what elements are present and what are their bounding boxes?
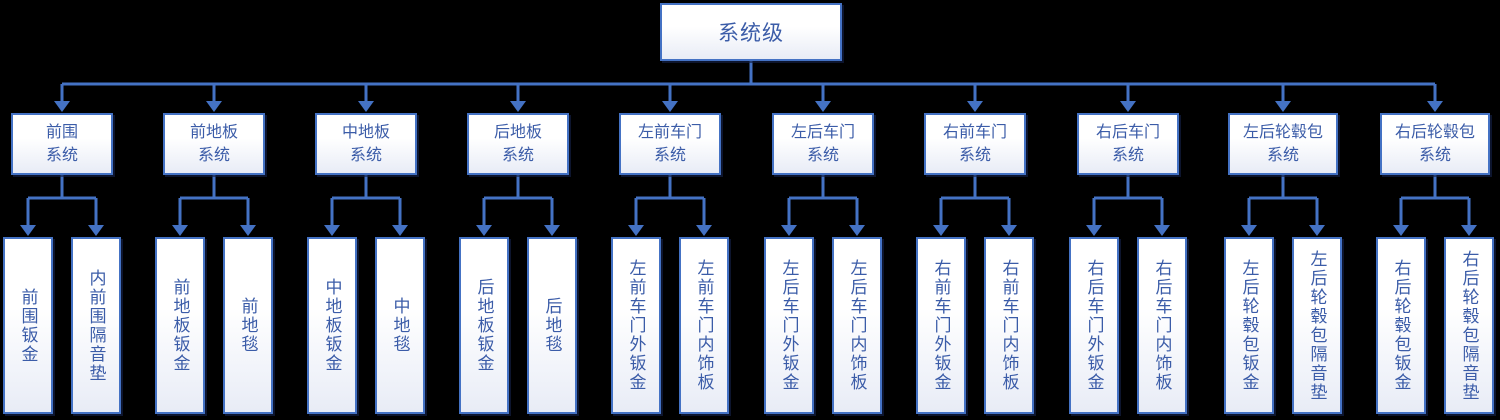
leaf-node-2-1[interactable]: 中地毯 <box>375 237 425 414</box>
leaf-node-1-1-label: 前地毯 <box>238 297 258 354</box>
branch-node-1-label: 前地板 系统 <box>189 123 238 164</box>
leaf-node-0-1-label: 内前围隔音垫 <box>86 268 106 383</box>
arrowhead-down-icon <box>1427 101 1443 112</box>
arrowhead-down-icon <box>240 225 256 236</box>
arrowhead-down-icon <box>1241 225 1257 236</box>
leaf-node-5-0[interactable]: 左后车门外钣金 <box>764 237 814 414</box>
branch-node-3[interactable]: 后地板 系统 <box>467 113 569 175</box>
branch-node-6[interactable]: 右前车门 系统 <box>924 113 1026 175</box>
leaf-node-6-1[interactable]: 右前车门内饰板 <box>984 237 1034 414</box>
branch-node-8[interactable]: 左后轮毂包 系统 <box>1228 113 1338 175</box>
arrowhead-down-icon <box>20 225 36 236</box>
leaf-node-9-1-label: 右后轮毂包隔音垫 <box>1459 249 1479 402</box>
leaf-node-3-0[interactable]: 后地板钣金 <box>459 237 509 414</box>
leaf-node-9-1[interactable]: 右后轮毂包隔音垫 <box>1444 237 1494 414</box>
branch-node-0[interactable]: 前围 系统 <box>11 113 113 175</box>
arrowhead-down-icon <box>849 225 865 236</box>
leaf-node-3-1[interactable]: 后地毯 <box>527 237 577 414</box>
arrowhead-down-icon <box>1001 225 1017 236</box>
branch-node-3-label: 后地板 系统 <box>493 123 542 164</box>
leaf-node-2-0[interactable]: 中地板钣金 <box>307 237 357 414</box>
arrowhead-down-icon <box>206 101 222 112</box>
arrowhead-down-icon <box>544 225 560 236</box>
leaf-node-5-1-label: 左后车门内饰板 <box>847 259 867 392</box>
leaf-node-1-1[interactable]: 前地毯 <box>223 237 273 414</box>
leaf-node-0-0-label: 前围钣金 <box>18 287 38 364</box>
arrowhead-down-icon <box>696 225 712 236</box>
branch-node-7-label: 右后车门 系统 <box>1095 123 1160 164</box>
leaf-node-9-0-label: 右后轮毂包钣金 <box>1391 259 1411 392</box>
arrowhead-down-icon <box>324 225 340 236</box>
arrowhead-down-icon <box>1120 101 1136 112</box>
branch-node-5[interactable]: 左后车门 系统 <box>772 113 874 175</box>
branch-node-2[interactable]: 中地板 系统 <box>315 113 417 175</box>
arrowhead-down-icon <box>815 101 831 112</box>
root-node-label: 系统级 <box>718 22 784 45</box>
arrowhead-down-icon <box>392 225 408 236</box>
arrowhead-down-icon <box>1393 225 1409 236</box>
leaf-node-0-1[interactable]: 内前围隔音垫 <box>71 237 121 414</box>
leaf-node-3-0-label: 后地板钣金 <box>474 278 494 373</box>
branch-node-6-label: 右前车门 系统 <box>942 123 1007 164</box>
branch-node-4-label: 左前车门 系统 <box>637 123 702 164</box>
arrowhead-down-icon <box>933 225 949 236</box>
arrowhead-down-icon <box>1275 101 1291 112</box>
leaf-node-3-1-label: 后地毯 <box>542 297 562 354</box>
leaf-node-8-1-label: 左后轮毂包隔音垫 <box>1307 249 1327 402</box>
leaf-node-2-1-label: 中地毯 <box>390 297 410 354</box>
leaf-node-8-0[interactable]: 左后轮毂包钣金 <box>1224 237 1274 414</box>
arrowhead-down-icon <box>967 101 983 112</box>
leaf-node-4-1[interactable]: 左前车门内饰板 <box>679 237 729 414</box>
leaf-node-6-1-label: 右前车门内饰板 <box>999 259 1019 392</box>
arrowhead-down-icon <box>1461 225 1477 236</box>
leaf-node-5-0-label: 左后车门外钣金 <box>779 259 799 392</box>
leaf-node-5-1[interactable]: 左后车门内饰板 <box>832 237 882 414</box>
leaf-node-2-0-label: 中地板钣金 <box>322 278 342 373</box>
arrowhead-down-icon <box>1086 225 1102 236</box>
leaf-node-7-0[interactable]: 右后车门外钣金 <box>1069 237 1119 414</box>
arrowhead-down-icon <box>510 101 526 112</box>
leaf-node-7-0-label: 右后车门外钣金 <box>1084 259 1104 392</box>
arrowhead-down-icon <box>1154 225 1170 236</box>
arrowhead-down-icon <box>172 225 188 236</box>
arrowhead-down-icon <box>88 225 104 236</box>
leaf-node-4-1-label: 左前车门内饰板 <box>694 259 714 392</box>
branch-node-0-label: 前围 系统 <box>45 123 78 164</box>
leaf-node-6-0[interactable]: 右前车门外钣金 <box>916 237 966 414</box>
arrowhead-down-icon <box>54 101 70 112</box>
branch-node-7[interactable]: 右后车门 系统 <box>1077 113 1179 175</box>
leaf-node-6-0-label: 右前车门外钣金 <box>931 259 951 392</box>
branch-node-9[interactable]: 右后轮毂包 系统 <box>1380 113 1490 175</box>
arrowhead-down-icon <box>628 225 644 236</box>
leaf-node-4-0-label: 左前车门外钣金 <box>626 259 646 392</box>
leaf-node-8-1[interactable]: 左后轮毂包隔音垫 <box>1292 237 1342 414</box>
leaf-node-1-0[interactable]: 前地板钣金 <box>155 237 205 414</box>
branch-node-8-label: 左后轮毂包 系统 <box>1242 123 1323 164</box>
leaf-node-4-0[interactable]: 左前车门外钣金 <box>611 237 661 414</box>
arrowhead-down-icon <box>476 225 492 236</box>
leaf-node-1-0-label: 前地板钣金 <box>170 278 190 373</box>
arrowhead-down-icon <box>358 101 374 112</box>
node-root[interactable]: 系统级 <box>660 3 842 61</box>
arrowhead-down-icon <box>781 225 797 236</box>
branch-node-2-label: 中地板 系统 <box>341 123 390 164</box>
branch-node-9-label: 右后轮毂包 系统 <box>1394 123 1475 164</box>
leaf-node-9-0[interactable]: 右后轮毂包钣金 <box>1376 237 1426 414</box>
leaf-node-7-1[interactable]: 右后车门内饰板 <box>1137 237 1187 414</box>
leaf-node-8-0-label: 左后轮毂包钣金 <box>1239 259 1259 392</box>
branch-node-4[interactable]: 左前车门 系统 <box>619 113 721 175</box>
branch-node-5-label: 左后车门 系统 <box>790 123 855 164</box>
leaf-node-7-1-label: 右后车门内饰板 <box>1152 259 1172 392</box>
leaf-node-0-0[interactable]: 前围钣金 <box>3 237 53 414</box>
branch-node-1[interactable]: 前地板 系统 <box>163 113 265 175</box>
arrowhead-down-icon <box>662 101 678 112</box>
arrowhead-down-icon <box>1309 225 1325 236</box>
